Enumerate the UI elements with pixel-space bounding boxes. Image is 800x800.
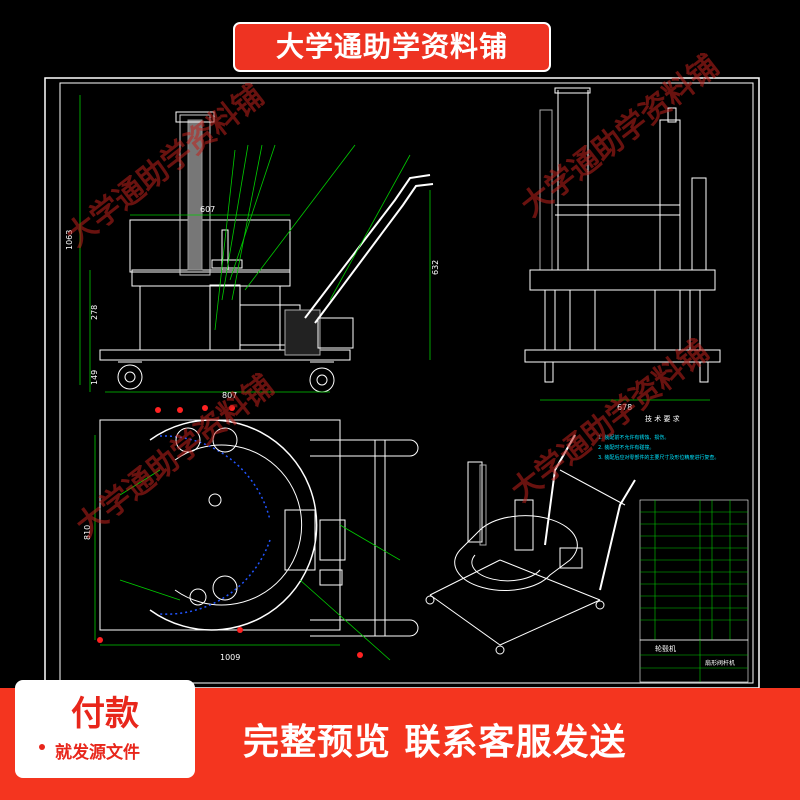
- pay-title: 付款: [71, 694, 139, 734]
- title-block-name: 轮毂机: [655, 644, 676, 653]
- dim-handle-height: 632: [431, 260, 440, 275]
- tech-item-3: 3. 装配后应对零部件的主要尺寸及形位精度进行复查。: [598, 454, 719, 461]
- bullet-icon: [39, 744, 45, 750]
- dim-total-height: 1063: [65, 230, 74, 250]
- side-view: [524, 87, 721, 383]
- dim-base-width: 807: [222, 391, 237, 400]
- front-dim-labels: 607 1063 278 149 632 807: [65, 205, 440, 400]
- dim-width-front: 607: [200, 205, 215, 214]
- tech-item-1: 1. 装配前不允许有锈蚀、损伤。: [598, 434, 669, 441]
- dim-plan-width: 1009: [220, 653, 240, 662]
- plan-hatch: [159, 435, 271, 615]
- title-block-drawing-no: 扇形阀杆机: [705, 659, 735, 667]
- pay-badge[interactable]: 付款 就发源文件: [15, 680, 195, 778]
- tech-title: 技 术 要 求: [645, 414, 680, 423]
- front-view: [99, 111, 434, 393]
- shop-banner: 大学通助学资料铺: [233, 22, 551, 72]
- iso-view: [425, 434, 636, 655]
- tech-item-2: 2. 装配时不允许有碰撞。: [598, 444, 654, 451]
- plan-gears: [175, 427, 238, 606]
- contact-cta[interactable]: 完整预览 联系客服发送: [243, 722, 627, 763]
- dim-plan-height: 810: [83, 525, 92, 540]
- plan-view: [99, 419, 419, 637]
- parts-list: [639, 499, 749, 683]
- dim-height-low: 278: [90, 305, 99, 320]
- front-dims: [79, 95, 431, 393]
- pay-subtitle: 就发源文件: [55, 743, 140, 763]
- plan-leaders: [94, 435, 401, 661]
- dim-side-width: 678: [617, 403, 632, 412]
- plan-markers: [97, 405, 363, 658]
- inner-frame: [59, 82, 754, 684]
- dim-height-wheel: 149: [90, 370, 99, 385]
